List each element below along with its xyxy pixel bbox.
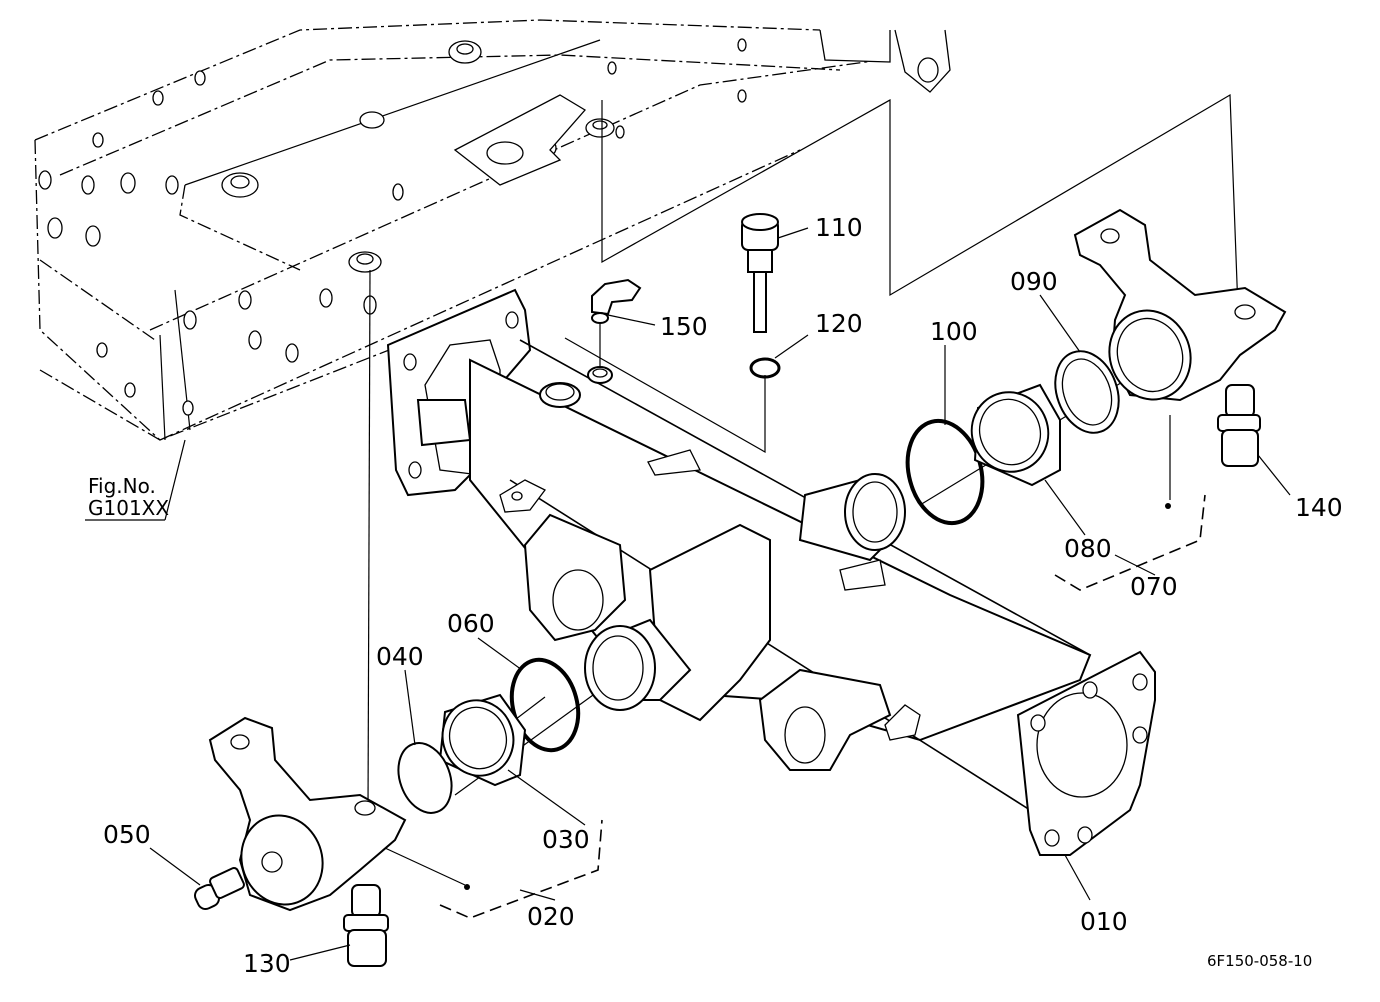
callout-070: 070 bbox=[1130, 572, 1178, 601]
axle-housing-010 bbox=[386, 288, 1156, 856]
knuckle-arm-right-070 bbox=[1073, 208, 1287, 402]
callout-leaders bbox=[149, 227, 1291, 961]
cap-040 bbox=[397, 742, 453, 814]
grease-fitting-140 bbox=[1217, 384, 1261, 467]
frame-holes bbox=[38, 38, 747, 416]
fig-reference-label: Fig.No. bbox=[88, 474, 156, 498]
breather-elbow-150 bbox=[591, 278, 642, 324]
group-bracket-070 bbox=[1054, 494, 1206, 591]
frame-nut-icon bbox=[221, 40, 615, 273]
tractor-frame-phantom bbox=[34, 19, 951, 441]
callout-110: 110 bbox=[815, 213, 863, 242]
callout-labels: 010 020 030 040 050 060 070 080 090 100 … bbox=[103, 213, 1343, 978]
callout-140: 140 bbox=[1295, 493, 1343, 522]
callout-040: 040 bbox=[376, 642, 424, 671]
callout-020: 020 bbox=[527, 902, 575, 931]
callout-130: 130 bbox=[243, 949, 291, 978]
document-id: 6F150-058-10 bbox=[1207, 952, 1312, 970]
callout-150: 150 bbox=[660, 312, 708, 341]
fig-reference: Fig.No. G101XX bbox=[85, 439, 186, 521]
callout-080: 080 bbox=[1064, 534, 1112, 563]
callout-030: 030 bbox=[542, 825, 590, 854]
ring-090 bbox=[1054, 350, 1120, 434]
callout-100: 100 bbox=[930, 317, 978, 346]
grease-nipple-050 bbox=[194, 867, 245, 910]
o-ring-120 bbox=[749, 357, 781, 379]
fig-reference-number: G101XX bbox=[88, 496, 169, 520]
grease-fitting-130 bbox=[343, 884, 389, 967]
knuckle-arm-left-020 bbox=[208, 716, 407, 912]
callout-090: 090 bbox=[1010, 267, 1058, 296]
callout-120: 120 bbox=[815, 309, 863, 338]
callout-060: 060 bbox=[447, 609, 495, 638]
callout-050: 050 bbox=[103, 820, 151, 849]
callout-010: 010 bbox=[1080, 907, 1128, 936]
bushing-080 bbox=[970, 383, 1061, 487]
dipstick-plug-110 bbox=[741, 213, 779, 333]
